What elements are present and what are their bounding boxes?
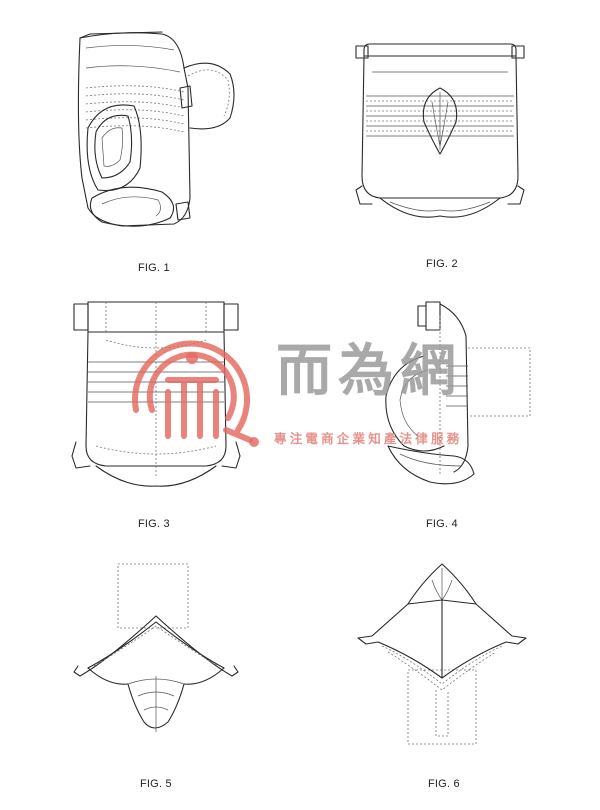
- figure-5-top-drawing: [68, 556, 248, 746]
- figure-2-caption: FIG. 2: [426, 258, 458, 270]
- figure-2-front-drawing: [350, 36, 530, 226]
- figure-4-side-drawing: [374, 296, 544, 496]
- figure-1-perspective-drawing: [62, 28, 242, 238]
- figure-1-caption: FIG. 1: [138, 262, 170, 274]
- figure-3-rear-drawing: [66, 296, 246, 496]
- figure-5-caption: FIG. 5: [140, 778, 172, 790]
- figure-6-caption: FIG. 6: [428, 778, 460, 790]
- figure-3-caption: FIG. 3: [138, 518, 170, 530]
- figure-4-caption: FIG. 4: [426, 518, 458, 530]
- figure-6-bottom-drawing: [352, 560, 532, 750]
